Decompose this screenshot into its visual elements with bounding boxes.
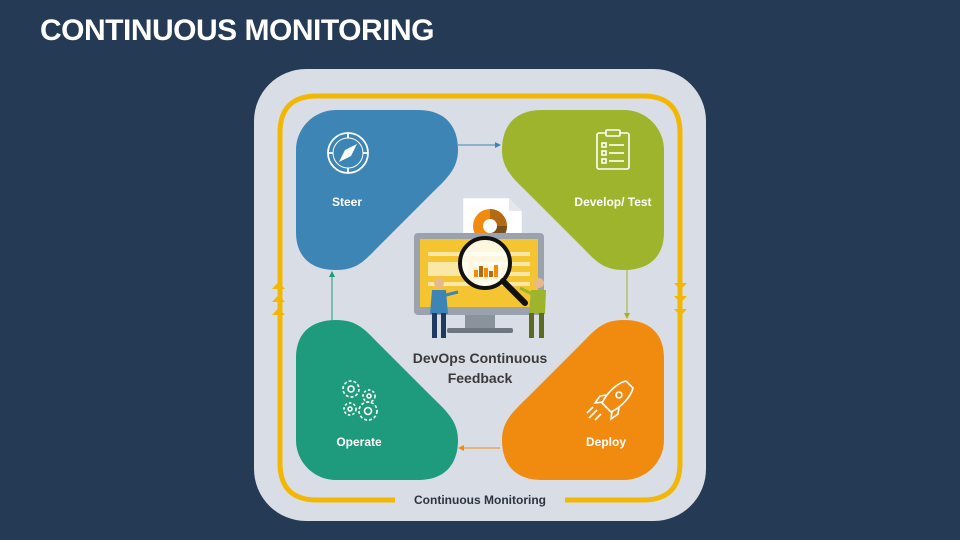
gears-icon bbox=[342, 380, 378, 421]
clipboard-checklist-icon bbox=[596, 129, 630, 170]
operate-shape bbox=[296, 320, 458, 480]
stage-develop-test[interactable]: Develop/ Test bbox=[502, 110, 664, 270]
stage-label-steer: Steer bbox=[332, 195, 362, 209]
center-label-line2: Feedback bbox=[448, 370, 513, 386]
compass-icon bbox=[327, 132, 369, 174]
feedback-illustration bbox=[414, 197, 546, 338]
stage-steer[interactable]: Steer bbox=[296, 110, 458, 270]
rocket-icon bbox=[586, 380, 634, 421]
monitoring-frame bbox=[277, 93, 683, 503]
stage-deploy[interactable]: Deploy bbox=[502, 320, 664, 480]
left-chevrons-up-icon bbox=[272, 282, 285, 315]
right-chevrons-down-icon bbox=[674, 283, 687, 316]
slide-title: CONTINUOUS MONITORING bbox=[40, 14, 434, 47]
stage-operate[interactable]: Operate bbox=[296, 320, 458, 480]
deploy-shape bbox=[502, 320, 664, 480]
stage-label-develop-test: Develop/ Test bbox=[574, 195, 651, 209]
stage-label-deploy: Deploy bbox=[586, 435, 626, 449]
stage-label-operate: Operate bbox=[336, 435, 382, 449]
magnifying-glass-icon bbox=[458, 236, 528, 306]
person-right-icon bbox=[519, 278, 546, 338]
steer-shape bbox=[296, 110, 458, 270]
develop-test-shape bbox=[502, 110, 664, 270]
person-left-icon bbox=[430, 278, 459, 338]
footer-label: Continuous Monitoring bbox=[414, 493, 546, 507]
center-label-line1: DevOps Continuous bbox=[413, 350, 548, 366]
